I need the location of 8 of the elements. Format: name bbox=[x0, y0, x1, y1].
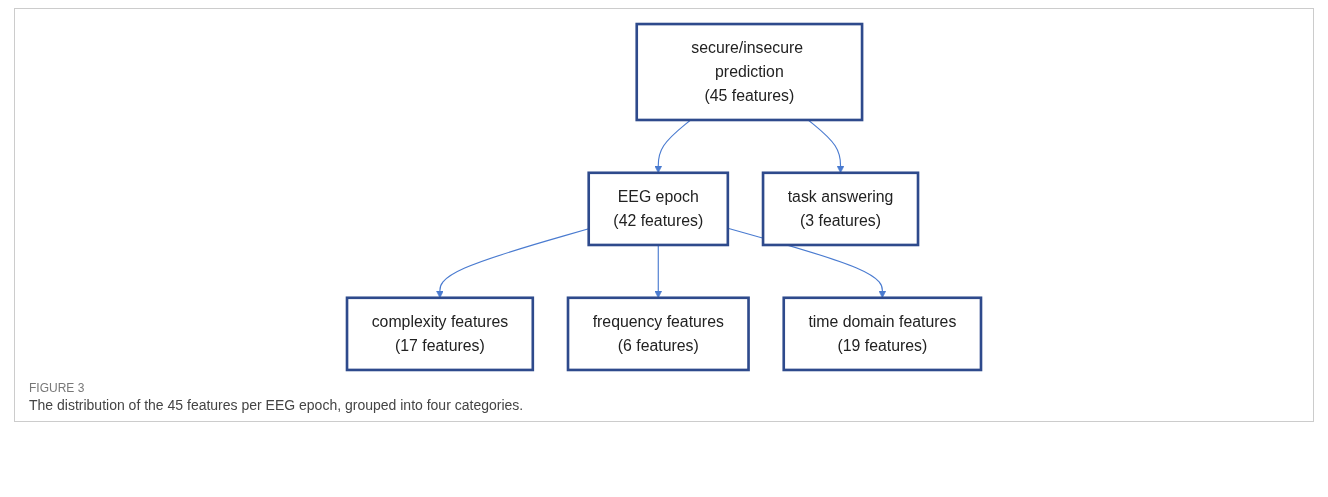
caption: The distribution of the 45 features per EEG epoch, grouped into four categories. bbox=[29, 397, 525, 413]
node-box: EEG epoch (42 features) bbox=[587, 171, 730, 247]
node-box: time domain features (19 features) bbox=[782, 296, 983, 372]
node-box: complexity features (17 features) bbox=[345, 296, 535, 372]
node-box: frequency features (6 features) bbox=[566, 296, 750, 372]
node-box: task answering (3 features) bbox=[761, 171, 920, 247]
figure-number: FIGURE 3 bbox=[29, 381, 86, 395]
node-box: secure/insecure prediction (45 features) bbox=[635, 22, 864, 122]
